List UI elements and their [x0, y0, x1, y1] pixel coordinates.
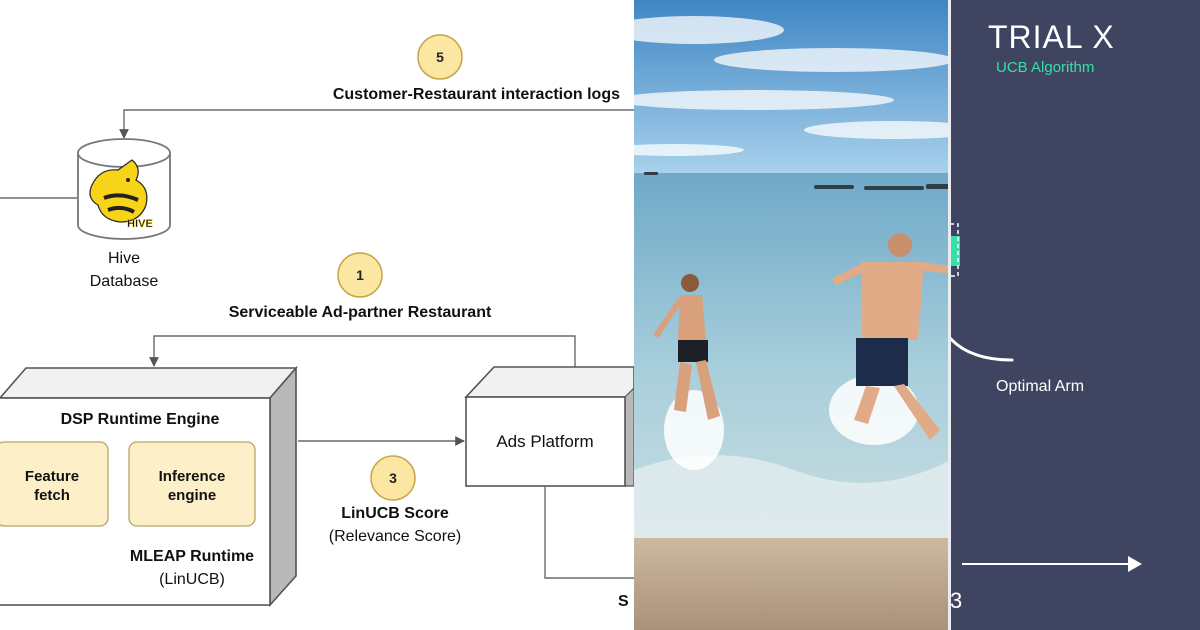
step-3-label: LinUCB Score — [341, 505, 449, 522]
woman-running — [653, 274, 720, 420]
arm-marker — [950, 223, 960, 277]
step-3-badge: 3 — [370, 455, 416, 501]
ads-platform-output-line — [544, 486, 634, 579]
feature-fetch-line2: fetch — [34, 487, 70, 504]
step-5-label: Customer-Restaurant interaction logs — [333, 86, 620, 103]
inference-engine-line2: engine — [168, 487, 216, 504]
cut-off-text: S — [618, 593, 629, 610]
step-3-number: 3 — [389, 470, 397, 486]
mleap-runtime-sub: (LinUCB) — [159, 571, 225, 588]
trial-cut-text: 3 — [950, 588, 962, 613]
hive-label-line1: Hive — [108, 250, 140, 267]
beach-photo — [634, 0, 950, 630]
feature-fetch-box — [0, 441, 109, 527]
hive-label-line2: Database — [90, 273, 159, 290]
mleap-runtime-title: MLEAP Runtime — [130, 548, 254, 565]
ads-platform-label: Ads Platform — [496, 432, 593, 451]
step-3-sublabel: (Relevance Score) — [329, 528, 462, 545]
hive-bee-logo — [89, 159, 148, 223]
step-1-label: Serviceable Ad-partner Restaurant — [229, 304, 492, 321]
diagram-canvas: 5 Customer-Restaurant interaction logs H… — [0, 34, 634, 610]
hive-logo-text: HIVE — [127, 218, 153, 230]
step-5-badge: 5 — [417, 34, 463, 80]
step-5-number: 5 — [436, 49, 444, 65]
clouds — [634, 16, 950, 156]
trial-canvas: TRIAL X UCB Algorithm Optimal Arm 3 — [950, 19, 1142, 613]
beach-photo-illustration — [634, 0, 950, 630]
distant-rocks — [644, 172, 950, 190]
serviceable-restaurant-arrow — [149, 335, 576, 368]
sand — [634, 538, 950, 630]
surf — [634, 455, 950, 540]
trial-subtitle: UCB Algorithm — [996, 59, 1094, 76]
dsp-title: DSP Runtime Engine — [61, 411, 220, 428]
panel-divider — [948, 0, 951, 630]
interaction-logs-arrow — [119, 109, 634, 139]
hive-database-icon: HIVE — [77, 138, 171, 240]
ucb-trial-panel: TRIAL X UCB Algorithm Optimal Arm 3 — [950, 0, 1200, 630]
inference-engine-line1: Inference — [159, 468, 226, 485]
inference-engine-box — [128, 441, 256, 527]
trial-title: TRIAL X — [988, 19, 1115, 55]
architecture-diagram: 5 Customer-Restaurant interaction logs H… — [0, 34, 634, 610]
feature-fetch-line1: Feature — [25, 468, 79, 485]
x-axis-arrowhead — [1128, 556, 1142, 572]
optimal-arm-label: Optimal Arm — [996, 378, 1084, 395]
step-1-number: 1 — [356, 267, 364, 283]
optimal-arm-pointer — [950, 336, 1014, 362]
man-running — [832, 233, 950, 440]
ads-platform-box — [464, 366, 634, 487]
step-1-badge: 1 — [337, 252, 383, 298]
